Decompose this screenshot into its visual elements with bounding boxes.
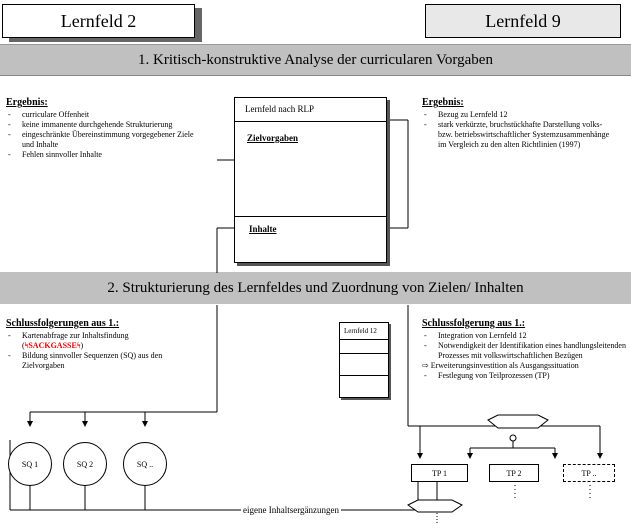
right-conclusion: Schlussfolgerung aus 1.: Integration von…: [422, 318, 627, 381]
tab-lernfeld-2: Lernfeld 2: [2, 4, 195, 38]
rlp-box-header: Lernfeld nach RLP: [235, 98, 386, 122]
left-result-item: keine immanente durchgehende Strukturier…: [6, 120, 201, 130]
rlp-box-divider: [235, 216, 386, 217]
sackgasse-line: (ϟSACKGASSEϟ): [22, 341, 84, 350]
teilprozess-box: TP 1: [411, 464, 468, 482]
left-result-item: curriculare Offenheit: [6, 110, 201, 120]
lernfeld-12-divider: [340, 353, 388, 354]
right-conclusion-item: Festlegung von Teilprozessen (TP): [422, 371, 627, 381]
sequence-circle: SQ 2: [63, 442, 107, 486]
section-2-title: 2. Strukturierung des Lernfeldes und Zuo…: [0, 272, 631, 304]
section-1-title: 1. Kritisch-konstruktive Analyse der cur…: [0, 44, 631, 76]
lightning-icon: ϟ: [24, 341, 29, 350]
lernfeld-12-header: Lernfeld 12: [340, 323, 388, 340]
right-conclusion-title: Schlussfolgerung aus 1.:: [422, 318, 526, 329]
rlp-box-zielvorgaben: Zielvorgaben: [247, 133, 298, 143]
right-conclusion-arrow-item: ⇨ Erweiterungsinvestition als Ausgangssi…: [422, 361, 579, 370]
tab-lernfeld-9: Lernfeld 9: [425, 4, 621, 38]
left-result-item: eingeschränkte Übereinstimmung vorgegebe…: [6, 130, 201, 150]
bottom-label: eigene Inhaltsergänzungen: [241, 505, 342, 515]
left-result-title: Ergebnis:: [6, 97, 48, 108]
right-result-item: stark verkürzte, bruchstückhafte Darstel…: [422, 120, 617, 150]
sequence-circle: SQ ..: [123, 442, 167, 486]
sackgasse-label: SACKGASSE: [28, 341, 77, 350]
left-result: Ergebnis: curriculare Offenheit keine im…: [6, 97, 201, 160]
sequence-circle: SQ 1: [8, 442, 52, 486]
left-result-item: Fehlen sinnvoller Inhalte: [6, 150, 201, 160]
right-conclusion-item: Notwendigkeit der Identifikation eines h…: [422, 341, 627, 361]
right-result: Ergebnis: Bezug zu Lernfeld 12 stark ver…: [422, 97, 617, 150]
rlp-box-inhalte: Inhalte: [249, 224, 277, 234]
lernfeld-12-box: Lernfeld 12: [339, 322, 389, 398]
left-conclusion: Schlussfolgerungen aus 1.: Kartenabfrage…: [6, 318, 206, 371]
teilprozess-box: TP ..: [563, 464, 615, 482]
teilprozess-box: TP 2: [489, 464, 539, 482]
right-conclusion-item: Integration von Lernfeld 12: [422, 331, 627, 341]
right-result-item: Bezug zu Lernfeld 12: [422, 110, 617, 120]
left-conclusion-title: Schlussfolgerungen aus 1.:: [6, 318, 120, 329]
lightning-icon: ϟ: [76, 341, 81, 350]
rlp-box: Lernfeld nach RLP Zielvorgaben Inhalte: [234, 97, 387, 263]
left-conclusion-item: Kartenabfrage zur Inhaltsfindung: [6, 331, 206, 341]
right-result-title: Ergebnis:: [422, 97, 464, 108]
left-conclusion-item: Bildung sinnvoller Sequenzen (SQ) aus de…: [6, 351, 206, 371]
lernfeld-12-divider: [340, 375, 388, 376]
